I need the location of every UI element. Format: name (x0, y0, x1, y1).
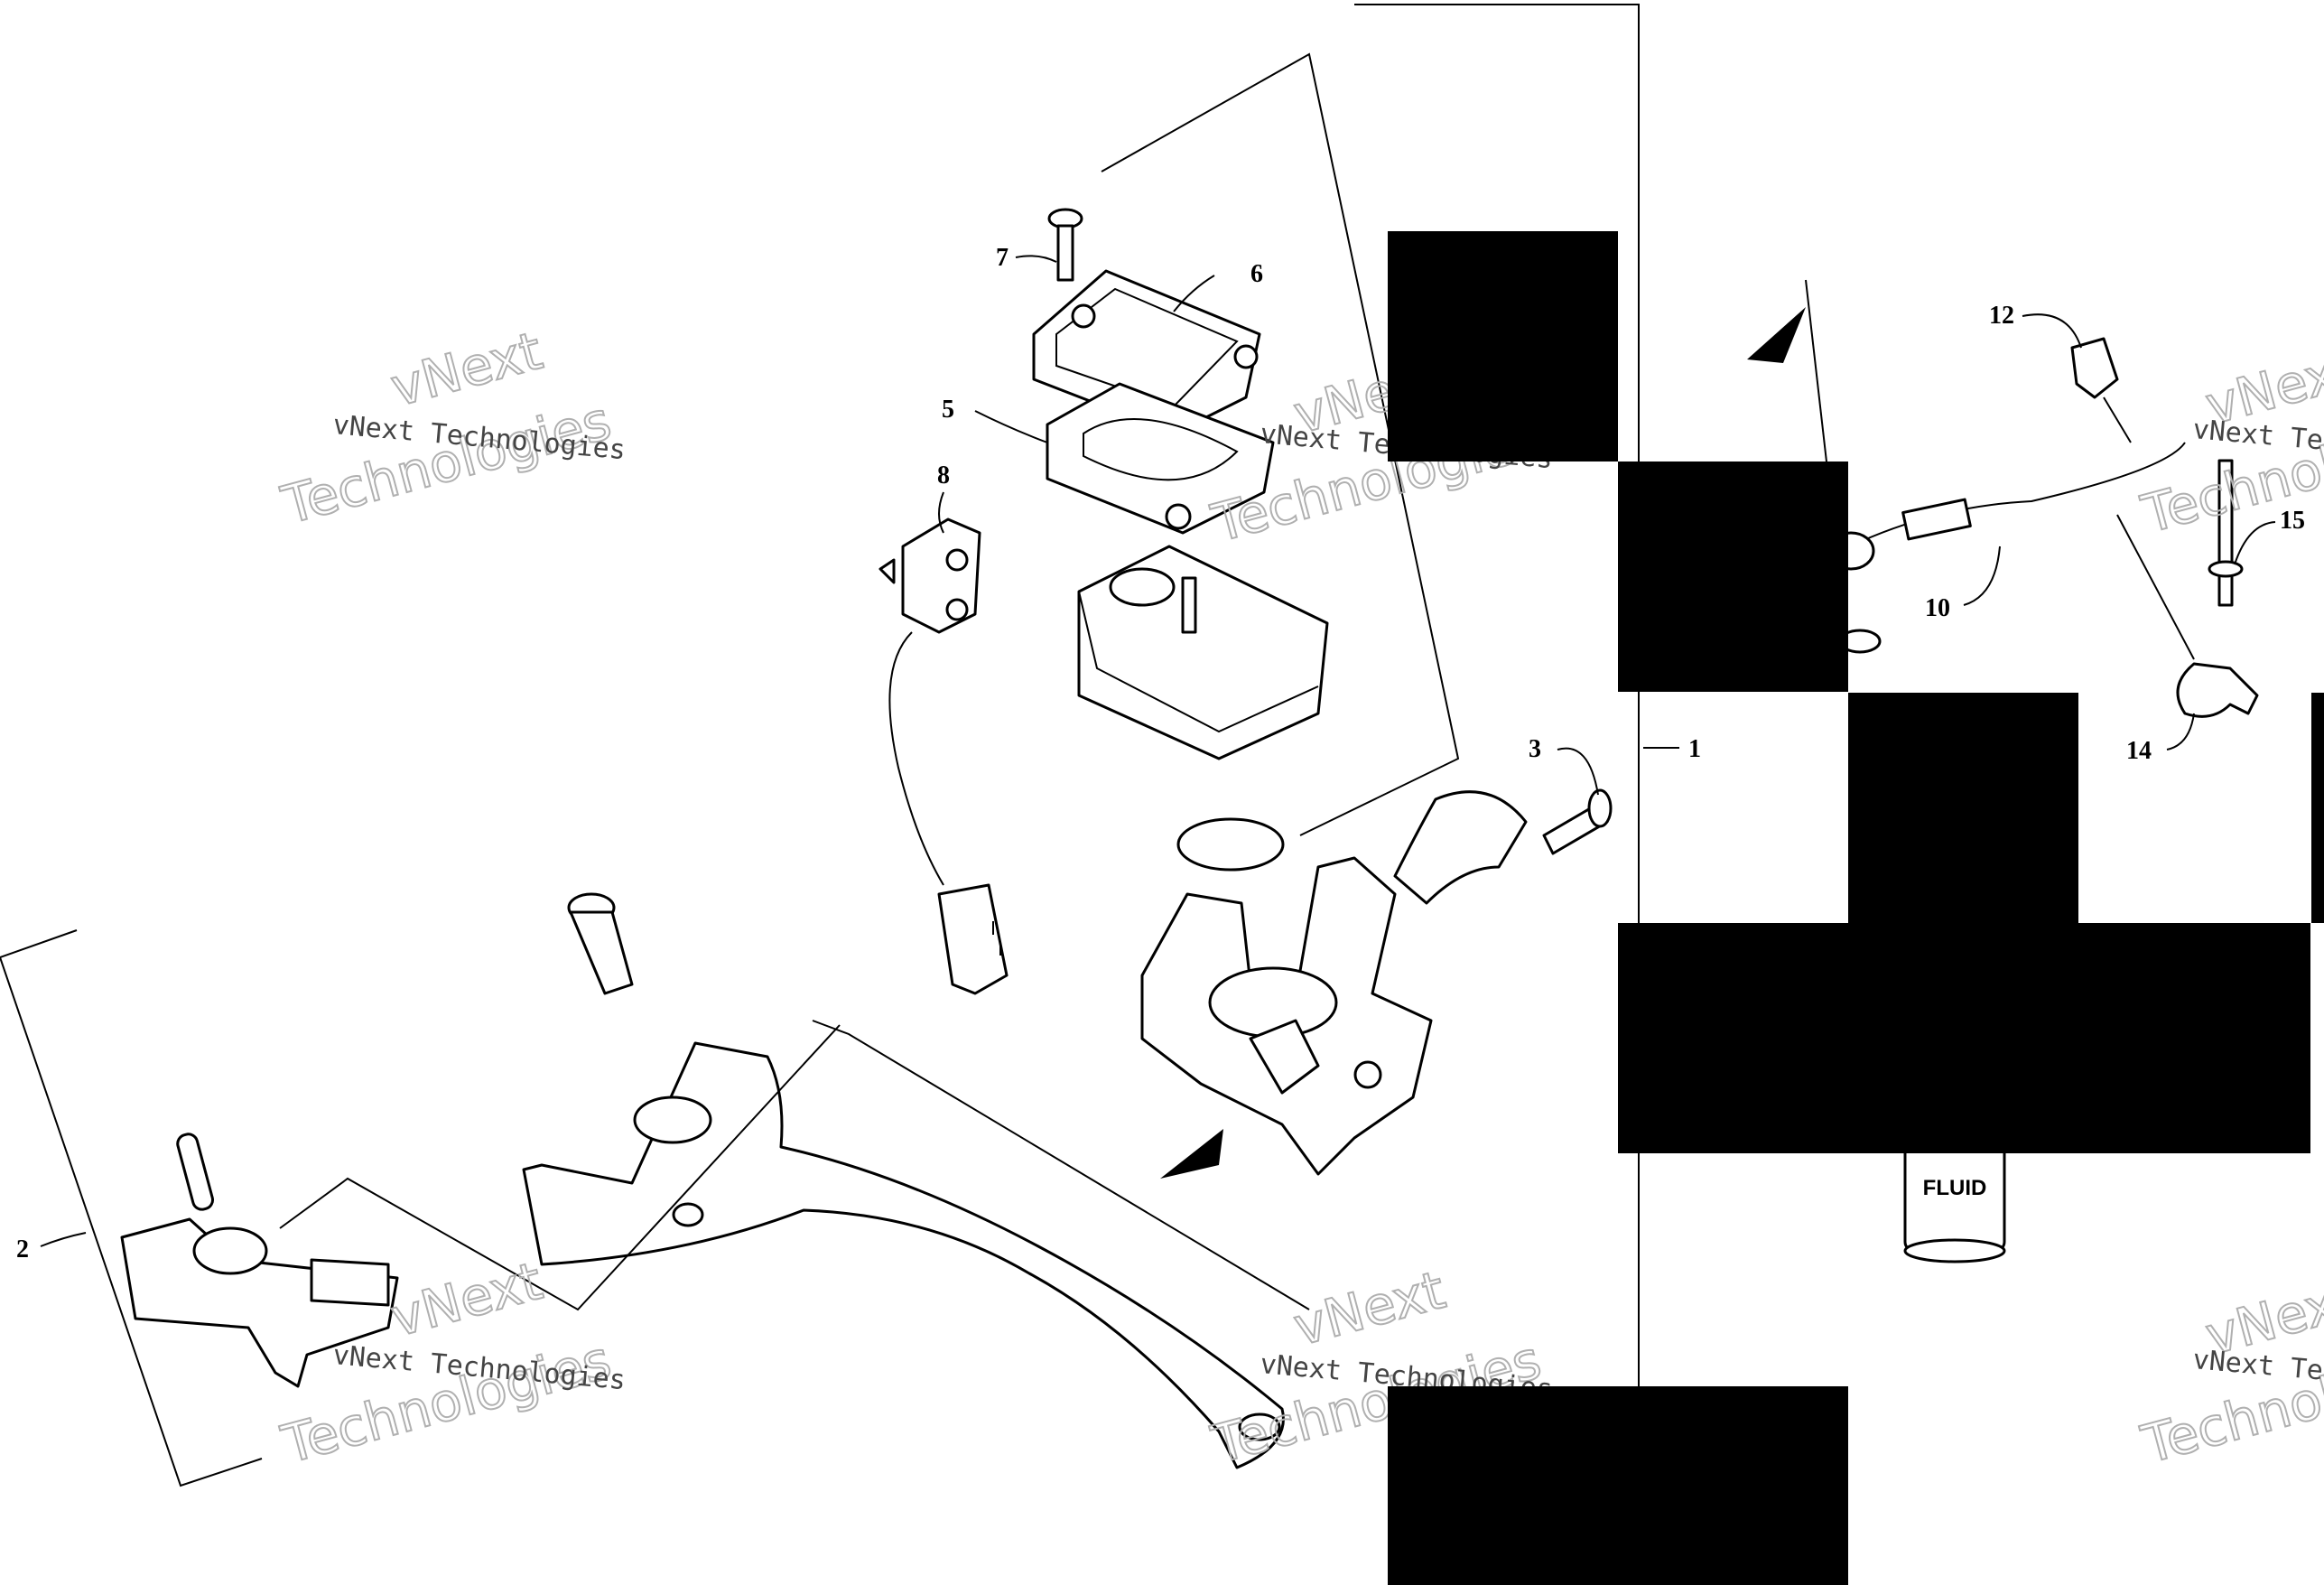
callout-1: 1 (1688, 735, 1701, 763)
arrow-markers (1160, 307, 1806, 1179)
callout-8: 8 (937, 462, 950, 489)
part-screw-7 (1047, 208, 1083, 282)
part-clamp-screw-3 (1542, 788, 1613, 855)
arrow-marker-right (1747, 307, 1806, 363)
callout-10: 10 (1925, 594, 1950, 622)
svg-text:vNext: vNext (1287, 1259, 1451, 1358)
part-bolt-15 (2208, 459, 2244, 607)
callout-6: 6 (1250, 260, 1263, 288)
part-park-lock-2: PARK (120, 1024, 841, 1388)
part-brake-switch-8 (878, 517, 1009, 995)
callout-15: 15 (2280, 507, 2305, 535)
callout-12: 12 (1989, 302, 2014, 330)
part-p-clamp-14 (2116, 514, 2259, 718)
redaction-block-5 (2311, 693, 2324, 923)
part-fluid-bottle: FLUID (1903, 1136, 2006, 1263)
callout-labels: 1 2 3 5 6 7 8 10 12 14 15 (16, 244, 2305, 1263)
part-brake-hose-10 (1827, 442, 2186, 654)
callout-14: 14 (2126, 737, 2152, 765)
callout-leaders (40, 255, 2276, 1247)
fluid-marking: FLUID (1923, 1176, 1987, 1200)
part-pivot-bolt (567, 892, 634, 995)
redaction-block-6 (1388, 1386, 1848, 1585)
callout-2: 2 (16, 1235, 29, 1263)
part-clamp-half (1393, 790, 1528, 905)
redaction-block-3 (1848, 693, 2078, 923)
redaction-block-4 (1618, 923, 2310, 1153)
callout-5: 5 (942, 396, 954, 424)
part-master-cylinder-housing (1140, 856, 1433, 1176)
redaction-block-2 (1618, 462, 1848, 692)
part-brake-lever (522, 1020, 1310, 1469)
redaction-blocks (1388, 231, 2324, 1585)
part-o-ring (1176, 817, 1285, 872)
watermark-6: vNext Technologies vNext Technologies (2134, 1267, 2324, 1477)
callout-3: 3 (1529, 735, 1541, 763)
svg-text:vNext: vNext (385, 1250, 548, 1349)
arrow-marker-left (1160, 1129, 1223, 1179)
svg-text:vNext: vNext (385, 320, 548, 419)
part-clip-12 (2070, 337, 2132, 443)
redaction-block-1 (1388, 231, 1618, 462)
part-diaphragm-5 (1046, 382, 1275, 535)
part-reservoir-body (1077, 545, 1329, 760)
callout-7: 7 (996, 244, 1009, 272)
watermark-1: vNext Technologies vNext Technologies (274, 319, 627, 537)
svg-text:Technologies: Technologies (275, 389, 617, 536)
